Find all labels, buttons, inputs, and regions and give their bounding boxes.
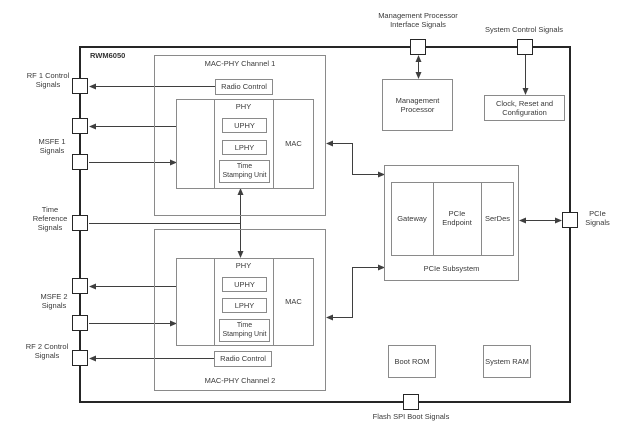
- rf1-control-port: [72, 78, 88, 94]
- mgmt-interface-port: [410, 39, 426, 55]
- ch2-radio-control-box: Radio Control: [214, 351, 272, 367]
- pcie-subsystem-title: PCIe Subsystem: [423, 264, 480, 273]
- mac-phy-channel-1-box: [154, 55, 326, 216]
- pcie-endpoint-label: PCIe Endpoint: [442, 209, 472, 227]
- system-ram-box: System RAM: [483, 345, 531, 378]
- pcie-signals-label: PCIe Signals: [585, 209, 610, 227]
- msfe2-port-b: [72, 315, 88, 331]
- msfe1-port-b: [72, 154, 88, 170]
- mgmt-interface-signals-label: Management Processor Interface Signals: [378, 11, 458, 29]
- msfe1-signals-label: MSFE 1 Signals: [38, 137, 66, 155]
- ch2-mac-label: MAC: [285, 297, 302, 306]
- ch1-lphy-box: LPHY: [222, 140, 267, 155]
- mac-phy-channel-1-title: MAC-PHY Channel 1: [204, 59, 276, 68]
- ch2-divider-1: [214, 258, 215, 346]
- system-control-signals-label: System Control Signals: [485, 25, 563, 34]
- msfe2-port-a: [72, 278, 88, 294]
- serdes-label: SerDes: [484, 214, 510, 223]
- boot-rom-box: Boot ROM: [388, 345, 436, 378]
- flash-spi-boot-port: [403, 394, 419, 410]
- time-reference-signals-label: Time Reference Signals: [32, 205, 68, 232]
- ch1-uphy-box: UPHY: [222, 118, 267, 133]
- management-processor-box: Management Processor: [382, 79, 453, 131]
- rf2-control-port: [72, 350, 88, 366]
- mac-phy-channel-2-box: [154, 229, 326, 391]
- ch2-uphy-box: UPHY: [222, 277, 267, 292]
- chip-name: RWM6050: [90, 51, 126, 60]
- ch2-phy-label: PHY: [235, 261, 252, 270]
- pcie-divider-2: [481, 182, 482, 256]
- gateway-label: Gateway: [397, 214, 427, 223]
- pcie-divider-1: [433, 182, 434, 256]
- system-control-port: [517, 39, 533, 55]
- ch2-time-stamping-unit-box: Time Stamping Unit: [219, 319, 270, 342]
- pcie-port: [562, 212, 578, 228]
- ch2-divider-2: [273, 258, 274, 346]
- msfe1-port-a: [72, 118, 88, 134]
- ch1-phy-label: PHY: [235, 102, 252, 111]
- ch2-lphy-box: LPHY: [222, 298, 267, 313]
- ch1-mac-label: MAC: [285, 139, 302, 148]
- time-reference-port: [72, 215, 88, 231]
- rf2-control-signals-label: RF 2 Control Signals: [25, 342, 69, 360]
- ch1-radio-control-box: Radio Control: [215, 79, 273, 95]
- ch1-time-stamping-unit-box: Time Stamping Unit: [219, 160, 270, 183]
- rf1-control-signals-label: RF 1 Control Signals: [26, 71, 70, 89]
- pcie-subsystem-inner-box: [391, 182, 514, 256]
- mac-phy-channel-2-title: MAC-PHY Channel 2: [204, 376, 276, 385]
- clock-reset-configuration-box: Clock, Reset and Configuration: [484, 95, 565, 121]
- ch1-divider-2: [273, 99, 274, 189]
- flash-spi-boot-signals-label: Flash SPI Boot Signals: [372, 412, 450, 421]
- ch1-divider-1: [214, 99, 215, 189]
- msfe2-signals-label: MSFE 2 Signals: [40, 292, 68, 310]
